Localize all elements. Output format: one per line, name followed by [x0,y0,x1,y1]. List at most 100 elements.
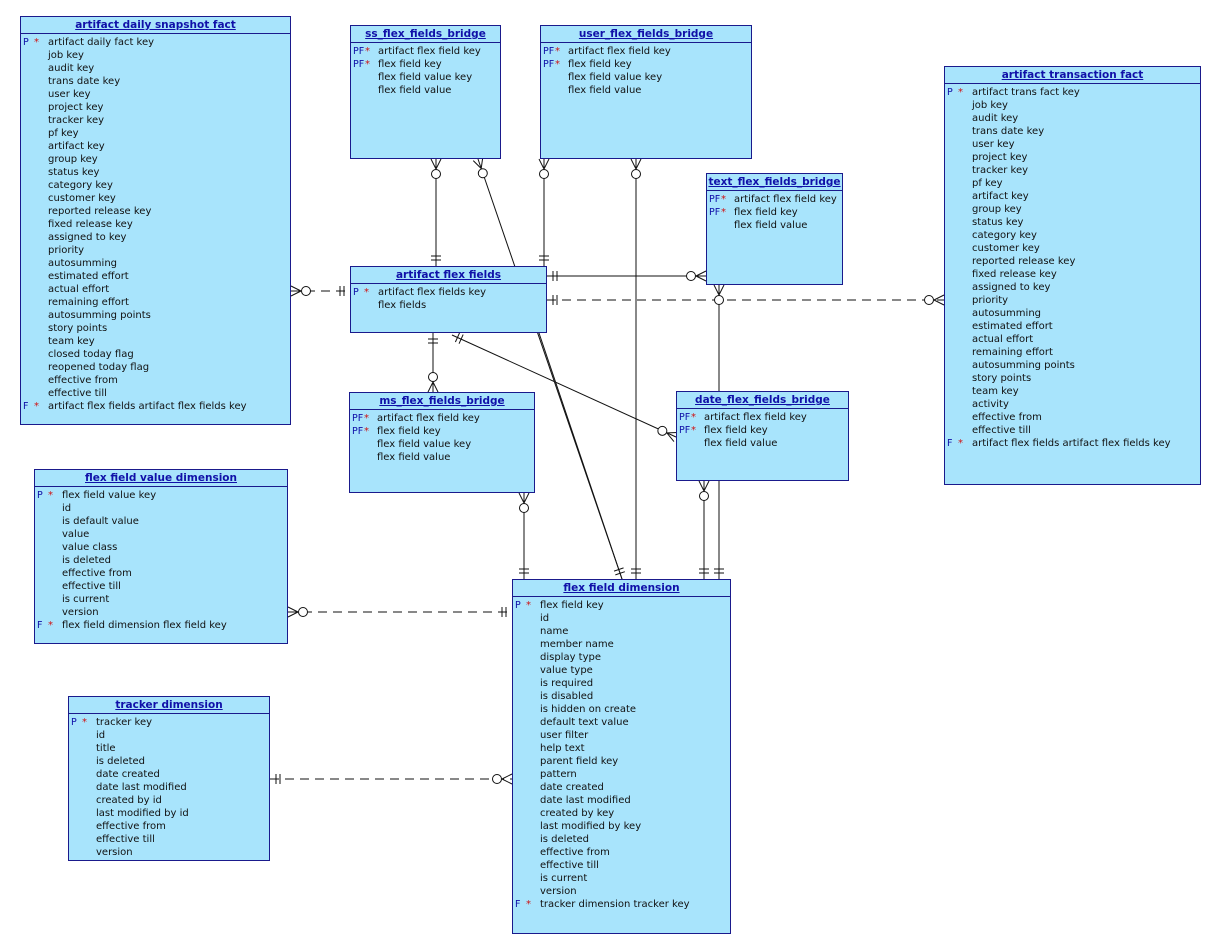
attribute-row: tracker key [945,164,1200,177]
crows-foot [713,284,720,296]
attribute-row: tracker key [21,114,290,127]
attribute-row: audit key [945,112,1200,125]
attribute-name: customer key [972,243,1040,254]
attribute-name: artifact flex field key [704,412,807,423]
attribute-row: P*flex field value key [35,489,287,502]
attribute-name: user filter [540,730,589,741]
attribute-row: customer key [945,242,1200,255]
mandatory-marker: * [555,46,560,57]
attribute-name: effective till [972,425,1031,436]
attribute-row: last modified by id [69,807,269,820]
key-marker: PF [353,46,365,57]
attribute-row: autosumming points [21,309,290,322]
attribute-name: assigned to key [48,232,127,243]
attribute-name: tracker key [48,115,105,126]
attribute-row: PF*flex field key [350,425,534,438]
attribute-name: version [96,847,133,858]
attribute-row: story points [21,322,290,335]
attribute-row: trans date key [945,125,1200,138]
attribute-row: autosumming [945,307,1200,320]
attribute-name: trans date key [48,76,121,87]
relationship-line [451,334,677,438]
attribute-name: flex field value [704,438,778,449]
attribute-row: flex field value key [351,71,500,84]
attribute-name: artifact flex field key [568,46,671,57]
crows-foot [538,158,545,170]
mandatory-marker: * [555,59,560,70]
attribute-row: name [513,625,730,638]
attribute-row: user key [21,88,290,101]
crows-foot [287,606,299,613]
key-marker: F [947,438,953,449]
attribute-name: audit key [48,63,95,74]
crows-foot [666,432,675,442]
attribute-row: PF*flex field key [707,206,842,219]
attribute-name: estimated effort [48,271,129,282]
attribute-name: flex field value key [62,490,157,501]
attribute-row: effective till [945,424,1200,437]
crows-foot [287,611,299,618]
attribute-name: flex fields [378,300,427,311]
attribute-row: story points [945,372,1200,385]
mandatory-marker: * [721,207,726,218]
mandatory-marker: * [691,412,696,423]
attribute-name: version [62,607,99,618]
attribute-name: priority [972,295,1009,306]
attribute-name: flex field dimension flex field key [62,620,227,631]
attribute-row: PF*artifact flex field key [350,412,534,425]
attribute-row: effective till [513,859,730,872]
attribute-row: flex fields [351,299,546,312]
mandatory-marker: * [958,87,963,98]
attribute-name: effective till [540,860,599,871]
attribute-name: flex field key [378,59,442,70]
crows-foot [290,290,302,297]
crows-foot [703,480,710,492]
attribute-name: actual effort [972,334,1034,345]
attribute-name: customer key [48,193,116,204]
attribute-row: artifact key [945,190,1200,203]
key-marker: F [515,899,521,910]
attribute-name: value class [62,542,118,553]
optional-circle [686,271,696,281]
attribute-name: tracker key [972,165,1029,176]
attribute-row: parent field key [513,755,730,768]
attribute-row: PF*artifact flex field key [541,45,751,58]
key-marker: F [37,620,43,631]
key-marker: P [23,37,29,48]
attribute-name: effective from [48,375,118,386]
attribute-row: id [513,612,730,625]
attribute-name: is required [540,678,594,689]
attribute-name: remaining effort [972,347,1053,358]
attribute-row: user filter [513,729,730,742]
crows-foot [523,492,530,504]
attribute-row: created by id [69,794,269,807]
crows-foot [472,160,482,169]
attribute-row: remaining effort [945,346,1200,359]
attribute-name: artifact daily fact key [48,37,155,48]
mandatory-marker: * [364,426,369,437]
attribute-row: trans date key [21,75,290,88]
attribute-name: actual effort [48,284,110,295]
attribute-name: story points [48,323,108,334]
attribute-name: remaining effort [48,297,129,308]
attribute-name: date last modified [96,782,187,793]
attribute-name: artifact flex fields artifact flex field… [48,401,247,412]
attribute-row: project key [21,101,290,114]
crows-foot [695,270,707,277]
attribute-row: id [69,729,269,742]
attribute-row: F*flex field dimension flex field key [35,619,287,632]
attribute-name: artifact flex field key [734,194,837,205]
attribute-name: activity [972,399,1009,410]
attribute-name: autosumming [972,308,1041,319]
